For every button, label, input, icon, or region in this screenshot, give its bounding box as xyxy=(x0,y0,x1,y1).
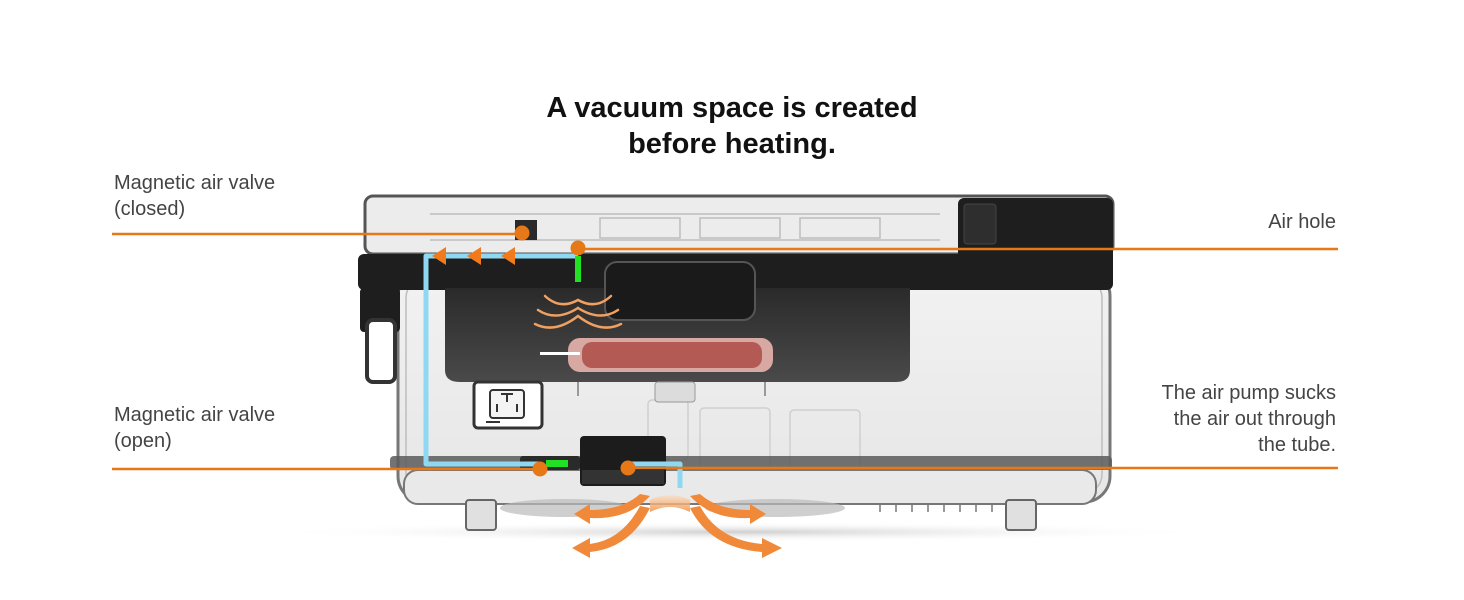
floor-shadow xyxy=(260,522,1220,542)
valve-open-indicator xyxy=(546,460,568,467)
valve-closed-indicator xyxy=(575,256,581,282)
power-inlet xyxy=(474,382,542,428)
